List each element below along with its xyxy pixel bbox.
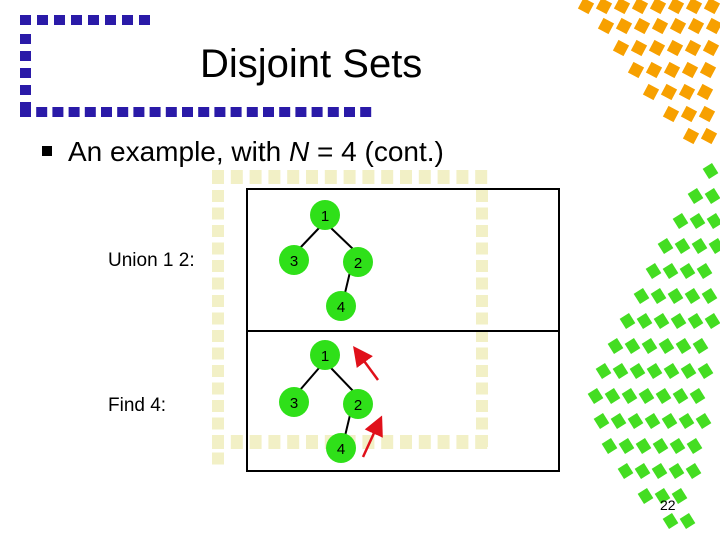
edge-2-4-find xyxy=(344,414,351,437)
svg-text:2: 2 xyxy=(354,255,362,272)
edge-1-3-find xyxy=(299,367,320,391)
edge-1-3 xyxy=(299,227,320,249)
svg-text:4: 4 xyxy=(337,441,345,458)
union-node-4: 4 xyxy=(326,291,356,321)
edge-2-4 xyxy=(344,271,351,294)
bullet-text-suffix: = 4 (cont.) xyxy=(309,136,444,167)
navy-square-border-top xyxy=(20,15,150,25)
union-label: Union 1 2: xyxy=(108,250,195,271)
find-node-2: 2 xyxy=(343,389,373,419)
bullet-text-prefix: An example, with xyxy=(68,136,289,167)
find-tree: 1 3 2 4 xyxy=(279,340,383,463)
green-diagonal-pattern xyxy=(587,162,720,530)
edge-1-2-find xyxy=(330,367,355,393)
union-node-1: 1 xyxy=(310,200,340,230)
slide-title: Disjoint Sets xyxy=(200,42,423,86)
svg-text:1: 1 xyxy=(321,208,329,225)
bullet-variable: N xyxy=(289,136,310,167)
union-node-3: 3 xyxy=(279,245,309,275)
find-label: Find 4: xyxy=(108,395,167,416)
find-node-3: 3 xyxy=(279,387,309,417)
find-node-4: 4 xyxy=(326,433,356,463)
find-path-arrow-2-to-1 xyxy=(353,345,380,381)
orange-diagonal-pattern xyxy=(577,0,720,145)
navy-square-border-bottom xyxy=(20,107,372,117)
pale-square-frame xyxy=(212,170,488,465)
edge-1-2 xyxy=(330,227,355,251)
bullet-line: An example, with N = 4 (cont.) xyxy=(42,136,444,168)
svg-text:1: 1 xyxy=(321,348,329,365)
diagram-box-divider xyxy=(246,330,560,332)
svg-text:3: 3 xyxy=(290,395,298,412)
find-node-1: 1 xyxy=(310,340,340,370)
svg-text:4: 4 xyxy=(337,299,345,316)
svg-text:3: 3 xyxy=(290,253,298,270)
union-tree: 1 3 2 4 xyxy=(279,200,373,321)
find-path-arrow-4-to-2 xyxy=(361,415,383,458)
page-number: 22 xyxy=(660,497,676,513)
bullet-square-icon xyxy=(42,145,52,156)
svg-text:2: 2 xyxy=(354,397,362,414)
union-node-2: 2 xyxy=(343,247,373,277)
